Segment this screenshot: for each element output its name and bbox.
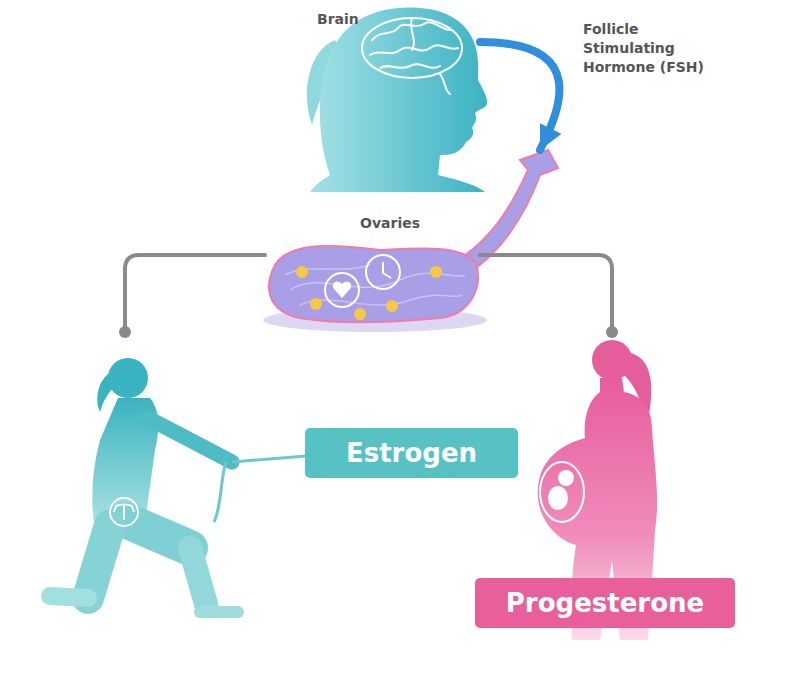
hormone-badge: Progesterone xyxy=(475,578,735,628)
brain-head-node: Brain xyxy=(300,2,480,192)
progesterone-figure-node: Progesterone xyxy=(470,332,770,646)
connector-dot xyxy=(119,326,131,338)
node-label: Brain xyxy=(317,10,359,28)
ovary-illustration xyxy=(263,150,560,332)
connector-dot xyxy=(606,326,618,338)
edge-label: Follicle Stimulating Hormone (FSH) xyxy=(583,20,705,77)
hormone-badge: Estrogen xyxy=(305,428,518,478)
head-silhouette xyxy=(307,8,487,192)
estrogen-figure-node: Estrogen xyxy=(30,332,520,622)
connector-line xyxy=(125,255,265,332)
hormone-arrow xyxy=(480,42,559,150)
woman-pulling-figure xyxy=(50,358,306,612)
connector-line xyxy=(560,255,612,332)
node-label: Ovaries xyxy=(360,214,420,232)
ovary-node: Ovaries xyxy=(265,150,560,330)
